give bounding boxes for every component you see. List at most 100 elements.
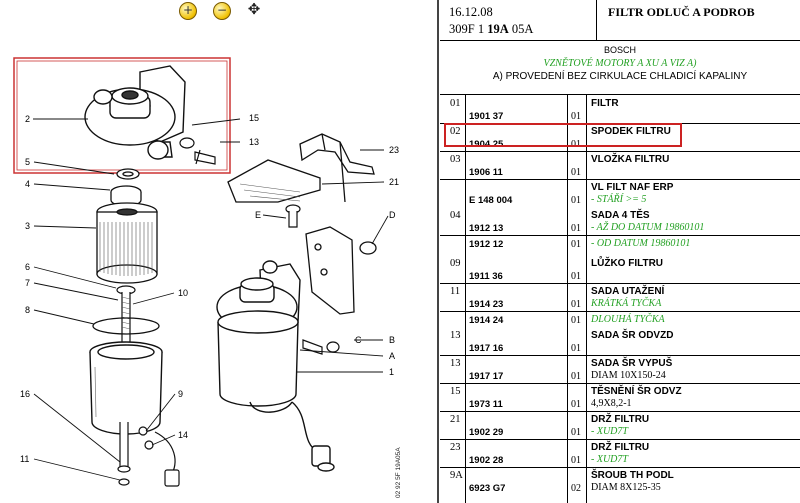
- callout-labels: 2 15 13 5 4 23 21 E D 3 6 7 8 10 B A 1 1…: [20, 113, 399, 464]
- row-position: 11: [450, 286, 461, 297]
- row-quantity: 01: [571, 239, 581, 250]
- row-quantity: 01: [571, 455, 581, 466]
- header-code: 309F 1 19A 05A: [449, 22, 533, 37]
- row-part-number: 1912 12: [469, 239, 504, 250]
- row-note: - STÁŘÍ >= 5: [591, 194, 647, 205]
- row-description: TĚSNĚNÍ ŠR ODVZ: [591, 386, 682, 397]
- row-note: - XUD7T: [591, 454, 628, 465]
- selected-row-highlight: [444, 123, 682, 147]
- row-part-number: 1914 24: [469, 315, 504, 326]
- row-divider: [440, 179, 800, 180]
- row-description: LŮŽKO FILTRU: [591, 258, 664, 269]
- zoom-out-icon[interactable]: −: [213, 2, 231, 20]
- row-part-number: 1901 37: [469, 111, 504, 122]
- label-23: 23: [389, 145, 399, 155]
- move-icon[interactable]: ✥: [247, 0, 261, 18]
- row-part-number: 1906 11: [469, 167, 503, 178]
- row-note: - AŽ DO DATUM 19860101: [591, 222, 705, 233]
- row-part-number: 1973 11: [469, 399, 503, 410]
- diagram-panel: + − ✥: [0, 0, 437, 503]
- row-divider: [440, 467, 800, 468]
- filter-element-drawing[interactable]: [96, 202, 158, 284]
- row-divider: [440, 439, 800, 440]
- row-divider: [440, 355, 800, 356]
- section-brand: BOSCH: [603, 45, 636, 55]
- row-quantity: 02: [571, 483, 581, 494]
- row-part-number: 1917 16: [469, 343, 504, 354]
- row-spec: DIAM 8X125-35: [591, 482, 661, 493]
- filter-head-drawing[interactable]: [84, 65, 186, 160]
- label-5: 5: [25, 157, 30, 167]
- label-a: A: [389, 351, 395, 361]
- row-quantity: 01: [571, 343, 581, 354]
- row-divider: [440, 383, 800, 384]
- row-position: 23: [450, 442, 461, 453]
- section-rule: [440, 94, 800, 95]
- header-date: 16.12.08: [449, 5, 493, 19]
- section-variant: A) PROVEDENÍ BEZ CIRKULACE CHLADICÍ KAPA…: [492, 71, 748, 82]
- filter-bowl-drawing[interactable]: [89, 341, 163, 435]
- washer-screw-drawing[interactable]: [179, 137, 216, 165]
- leader-lines: [33, 118, 389, 481]
- row-quantity: 01: [571, 167, 581, 178]
- row-position: 13: [450, 358, 461, 369]
- row-divider: [440, 311, 800, 312]
- header-code-suffix: 05A: [508, 22, 534, 36]
- row-spec: 4,9X8,2-1: [591, 398, 632, 409]
- row-note: KRÁTKÁ TYČKA: [591, 298, 662, 309]
- row-position: 01: [450, 98, 461, 109]
- row-divider: [440, 235, 800, 236]
- row-description: VLOŽKA FILTRU: [591, 154, 670, 165]
- drain-parts-drawing[interactable]: [117, 422, 180, 487]
- label-10: 10: [178, 288, 188, 298]
- row-description: VL FILT NAF ERP: [591, 182, 674, 193]
- row-quantity: 01: [571, 223, 581, 234]
- row-part-number: 1902 29: [469, 427, 504, 438]
- column-divider: [465, 94, 466, 503]
- panel-divider[interactable]: [437, 0, 439, 503]
- zoom-in-icon[interactable]: +: [179, 2, 197, 20]
- label-15: 15: [249, 113, 259, 123]
- seal-drawing[interactable]: [116, 168, 140, 180]
- row-part-number: 1904 25: [469, 139, 504, 150]
- row-note: - XUD7T: [591, 426, 628, 437]
- exploded-parts-diagram[interactable]: 2 15 13 5 4 23 21 E D 3 6 7 8 10 B A 1 1…: [0, 22, 437, 503]
- screw-e-drawing[interactable]: [285, 204, 301, 228]
- row-description: FILTR: [591, 98, 619, 109]
- assembled-filter-drawing[interactable]: [216, 260, 335, 472]
- rod-drawing[interactable]: [116, 285, 136, 353]
- label-9: 9: [178, 389, 183, 399]
- label-14: 14: [178, 430, 188, 440]
- row-spec: DIAM 10X150-24: [591, 370, 666, 381]
- bracket-21-drawing[interactable]: [227, 159, 321, 203]
- bracket-23-drawing[interactable]: [299, 133, 375, 203]
- row-quantity: 01: [571, 371, 581, 382]
- row-part-number: E 148 004: [469, 195, 513, 206]
- row-note: - OD DATUM 19860101: [591, 238, 691, 249]
- row-part-number: 1914 23: [469, 299, 504, 310]
- row-position: 04: [450, 210, 461, 221]
- row-description: SADA ŠR VYPUŠ: [591, 358, 673, 369]
- label-1: 1: [389, 367, 394, 377]
- row-quantity: 01: [571, 399, 581, 410]
- parts-list-panel: 16.12.08 309F 1 19A 05A FILTR ODLUČ A PO…: [440, 0, 800, 503]
- diagram-ref-code: 02 92 5F 19A05A: [395, 447, 402, 498]
- column-divider: [567, 94, 568, 503]
- mount-plate-drawing[interactable]: [305, 226, 377, 315]
- label-e: E: [255, 210, 261, 220]
- row-description: SADA 4 TĚS: [591, 210, 650, 221]
- seal-ring-drawing[interactable]: [92, 317, 160, 335]
- label-4: 4: [25, 179, 30, 189]
- row-part-number: 6923 G7: [469, 483, 506, 494]
- label-13: 13: [249, 137, 259, 147]
- label-c: C: [355, 335, 362, 345]
- row-divider: [440, 151, 800, 152]
- label-21: 21: [389, 177, 399, 187]
- row-quantity: 01: [571, 139, 581, 150]
- label-11: 11: [20, 454, 29, 464]
- row-position: 15: [450, 386, 461, 397]
- page-title: FILTR ODLUČ A PODROB: [608, 5, 755, 19]
- row-part-number: 1917 17: [469, 371, 504, 382]
- row-position: 13: [450, 330, 461, 341]
- label-7: 7: [25, 278, 30, 288]
